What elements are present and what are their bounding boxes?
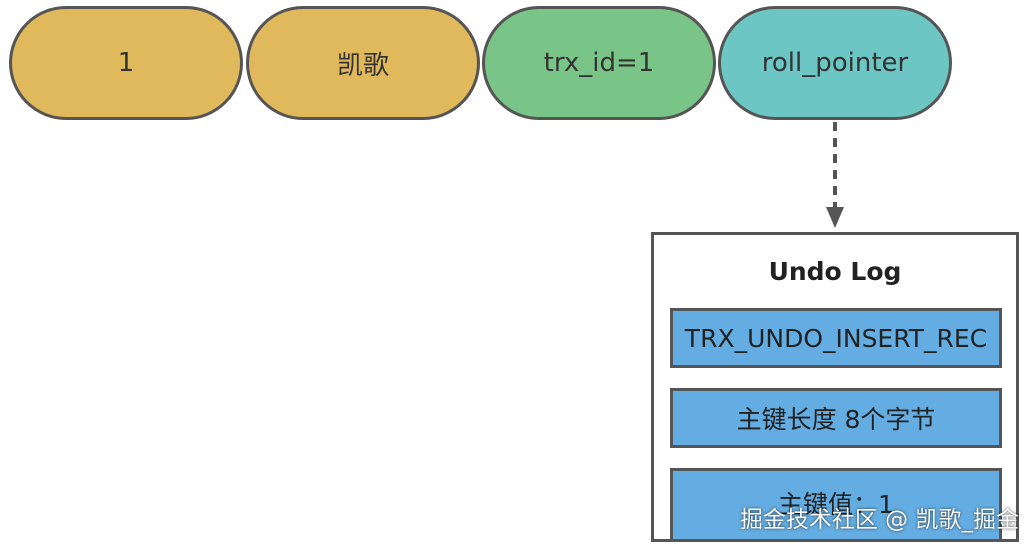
undo-record-key-value-label: 主键值：1 bbox=[778, 490, 894, 519]
undo-record-type-label: TRX_UNDO_INSERT_REC bbox=[684, 323, 988, 353]
field-trx-id: trx_id=1 bbox=[482, 6, 716, 120]
field-trx-id-label: trx_id=1 bbox=[543, 48, 655, 78]
field-roll-pointer: roll_pointer bbox=[718, 6, 952, 120]
field-name-label: 凯歌 bbox=[336, 50, 389, 81]
undo-record-key-value: 主键值：1 bbox=[670, 468, 1002, 539]
field-id: 1 bbox=[9, 6, 243, 120]
watermark: 掘金技术社区 @ 凯歌_掘金 bbox=[739, 507, 1019, 533]
field-name: 凯歌 bbox=[246, 6, 480, 120]
undo-record-key-length-label: 主键长度 8个字节 bbox=[736, 405, 936, 434]
undo-record-key-length: 主键长度 8个字节 bbox=[670, 388, 1002, 448]
field-roll-pointer-label: roll_pointer bbox=[761, 48, 909, 78]
undo-log-title: Undo Log bbox=[768, 257, 902, 286]
undo-log-box: Undo Log TRX_UNDO_INSERT_REC 主键长度 8个字节 主… bbox=[651, 232, 1019, 542]
undo-record-type: TRX_UNDO_INSERT_REC bbox=[670, 308, 1002, 368]
arrow-head bbox=[826, 207, 844, 228]
field-id-label: 1 bbox=[117, 48, 135, 78]
